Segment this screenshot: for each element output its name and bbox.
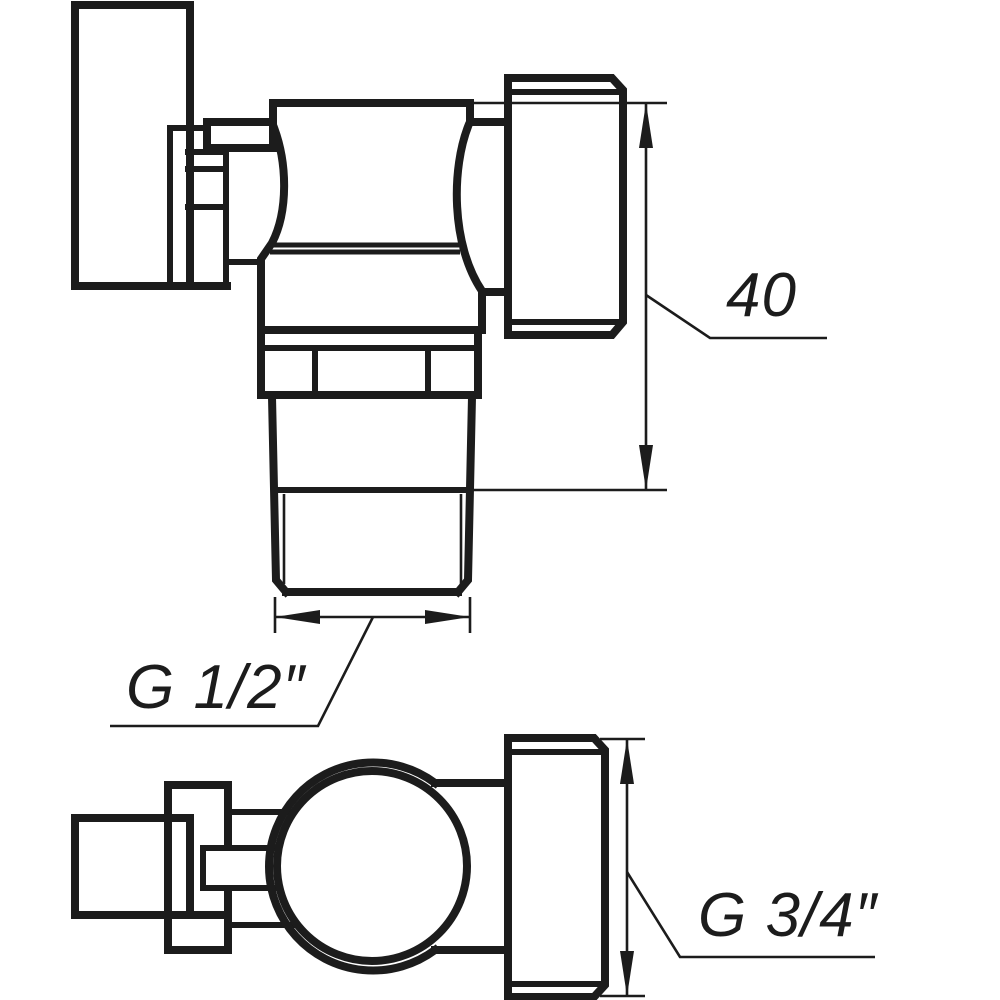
plan-view: G 3/4″ [71,734,879,1000]
stem-housing-side [185,118,277,287]
side-connector [466,74,627,339]
handle-side [71,1,231,290]
dimension-g12: G 1/2″ [110,597,472,728]
plan-connector [431,734,609,1000]
stem-flats-outline [164,781,232,954]
side-view: 40 G 1/2″ [71,1,827,728]
handle-end-outline [71,814,194,919]
leader-line [625,871,875,959]
arrow-right-icon [425,610,470,624]
stem-cap-outline [203,118,277,152]
dimension-g34: G 3/4″ [600,737,879,998]
valve-body-side [257,99,486,399]
leader-line [645,293,827,340]
dimension-40-label: 40 [726,261,797,330]
handle-outline [71,1,194,290]
arrow-up-icon [639,103,653,148]
arrow-down-icon [620,951,634,996]
body-outer-arc [265,758,441,975]
body-inner-circle [273,767,471,965]
dimension-g34-label: G 3/4″ [698,881,879,950]
connector-outline [504,74,627,339]
bottom-outlet-side [267,392,477,598]
handle-plan [71,814,232,919]
dimension-40: 40 [469,101,827,492]
arrow-up-icon [620,739,634,784]
stem-cap-fill [207,122,273,148]
connector-outline [504,734,609,1000]
leader-line [110,616,375,728]
valve-body-plan [265,758,471,975]
arrow-down-icon [639,445,653,490]
arrow-left-icon [275,610,320,624]
dimension-g12-label: G 1/2″ [126,653,307,722]
